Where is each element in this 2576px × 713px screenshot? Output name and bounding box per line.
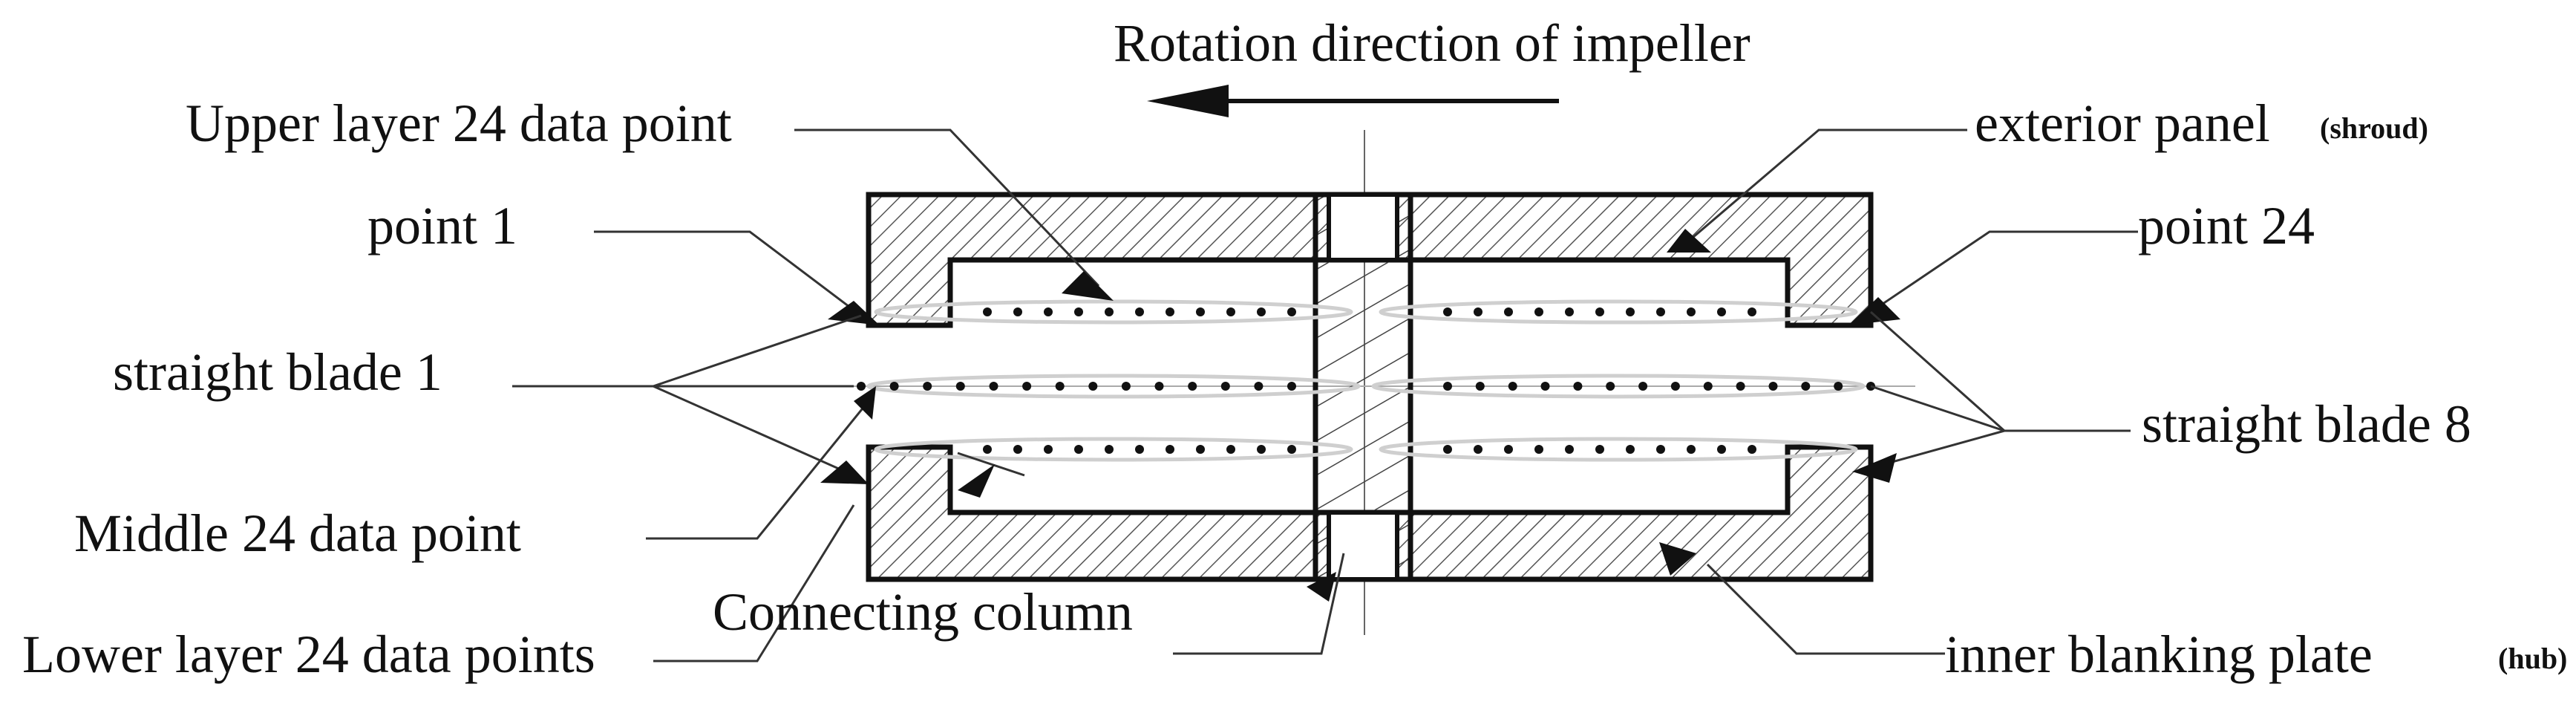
blade-streaks [866, 299, 1866, 462]
lower-layer-data-point [1717, 445, 1726, 454]
middle-layer-data-point [1055, 382, 1065, 391]
middle-layer-data-point [857, 382, 866, 391]
upper-layer-data-point [1013, 307, 1022, 316]
upper-layer-data-point [1166, 307, 1174, 316]
label-lower-layer: Lower layer 24 data points [22, 625, 595, 684]
upper-layer-data-point [1105, 307, 1114, 316]
label-point-24: point 24 [2138, 196, 2315, 255]
middle-layer-data-point [1088, 382, 1098, 391]
middle-layer-data-point [889, 382, 899, 391]
label-connecting-column: Connecting column [713, 582, 1133, 642]
upper-layer-data-point [1226, 307, 1235, 316]
lower-layer-data-point [1474, 445, 1482, 454]
middle-layer-data-point [1154, 382, 1164, 391]
lower-layer-data-point [1135, 445, 1144, 454]
middle-layer-data-point [1736, 382, 1745, 391]
upper-layer-data-point [1687, 307, 1696, 316]
label-middle-layer: Middle 24 data point [74, 504, 521, 563]
middle-layer-data-point [1443, 382, 1452, 391]
upper-layer-data-point [1626, 307, 1635, 316]
upper-layer-data-point [1595, 307, 1604, 316]
lower-layer-data-point [1287, 445, 1296, 454]
label-upper-layer: Upper layer 24 data point [186, 94, 732, 153]
lower-layer-data-point [983, 445, 992, 454]
middle-layer-data-point [1670, 382, 1680, 391]
lower-layer-data-point [1257, 445, 1266, 454]
upper-layer-data-point [1656, 307, 1665, 316]
rotation-arrow [1147, 85, 1559, 117]
upper-layer-data-point [1717, 307, 1726, 316]
label-straight-blade-8: straight blade 8 [2142, 394, 2471, 454]
middle-layer-data-point [923, 382, 932, 391]
middle-layer-data-point [1540, 382, 1550, 391]
lower-layer-data-point [1534, 445, 1543, 454]
middle-layer-data-point [1220, 382, 1230, 391]
lower-layer-data-point [1044, 445, 1053, 454]
middle-layer-data-point [1022, 382, 1032, 391]
middle-layer-data-point [1703, 382, 1713, 391]
upper-layer-data-point [1044, 307, 1053, 316]
middle-layer-data-point [1834, 382, 1843, 391]
label-inner-blanking-plate-note: (hub) [2498, 642, 2567, 675]
middle-layer-data-point [1287, 382, 1296, 391]
middle-layer-data-point [1475, 382, 1485, 391]
data-point-grid [857, 307, 1875, 454]
middle-layer-data-point [1121, 382, 1131, 391]
label-exterior-panel-note: (shroud) [2320, 111, 2428, 145]
lower-layer-data-point [1166, 445, 1174, 454]
lower-layer-data-point [1565, 445, 1574, 454]
upper-layer-data-point [1504, 307, 1513, 316]
lower-layer-data-point [1443, 445, 1452, 454]
upper-layer-data-point [983, 307, 992, 316]
label-exterior-panel: exterior panel [1975, 94, 2270, 153]
middle-layer-data-point [1768, 382, 1778, 391]
lower-layer-data-point [1626, 445, 1635, 454]
upper-layer-data-point [1565, 307, 1574, 316]
diagram-title: Rotation direction of impeller [1114, 13, 1750, 73]
label-point-1: point 1 [367, 196, 517, 255]
upper-layer-data-point [1074, 307, 1083, 316]
middle-layer-data-point [1188, 382, 1197, 391]
upper-layer-data-point [1474, 307, 1482, 316]
column-top-cap [1327, 192, 1399, 262]
lower-layer-data-point [1748, 445, 1756, 454]
upper-layer-data-point [1135, 307, 1144, 316]
middle-layer-data-point [955, 382, 965, 391]
lower-layer-data-point [1504, 445, 1513, 454]
lower-layer-data-point [1226, 445, 1235, 454]
lower-layer-data-point [1013, 445, 1022, 454]
label-inner-blanking-plate: inner blanking plate [1945, 625, 2373, 684]
middle-layer-data-point [1638, 382, 1648, 391]
middle-layer-data-point [1801, 382, 1811, 391]
label-straight-blade-1: straight blade 1 [113, 342, 442, 402]
lower-layer-data-point [1687, 445, 1696, 454]
lower-layer-data-point [1074, 445, 1083, 454]
lower-layer-data-point [1196, 445, 1205, 454]
lower-layer-data-point [1595, 445, 1604, 454]
upper-layer-data-point [1257, 307, 1266, 316]
middle-layer-data-point [989, 382, 998, 391]
upper-layer-data-point [1748, 307, 1756, 316]
middle-layer-data-point [1508, 382, 1517, 391]
lower-layer-data-point [1656, 445, 1665, 454]
upper-layer-data-point [1196, 307, 1205, 316]
middle-layer-data-point [1254, 382, 1264, 391]
middle-layer-data-point [1573, 382, 1583, 391]
leader-lines [512, 128, 2138, 662]
upper-layer-data-point [1443, 307, 1452, 316]
upper-layer-data-point [1287, 307, 1296, 316]
lower-layer-data-point [1105, 445, 1114, 454]
upper-layer-data-point [1534, 307, 1543, 316]
middle-layer-data-point [1606, 382, 1615, 391]
